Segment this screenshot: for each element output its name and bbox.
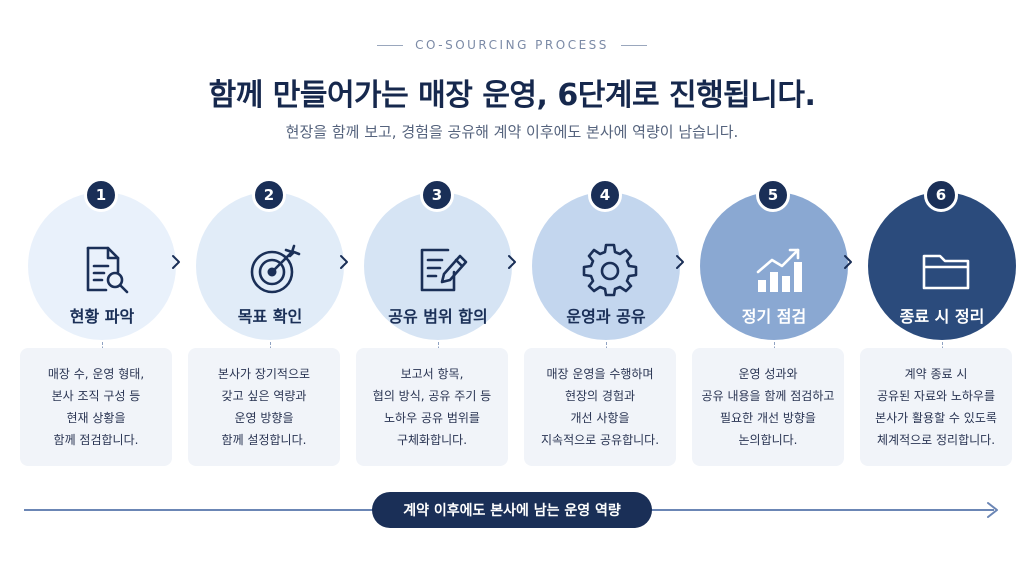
step-description-card: 매장 운영을 수행하며 현장의 경험과 개선 사항을 지속적으로 공유합니다. bbox=[524, 348, 676, 466]
step-4: 운영과 공유 4 매장 운영을 수행하며 현장의 경험과 개선 사항을 지속적으… bbox=[522, 178, 692, 474]
target-icon bbox=[250, 244, 301, 294]
step-description-line: 본사가 활용할 수 있도록 bbox=[875, 411, 997, 425]
step-description-line: 현장의 경험과 bbox=[564, 389, 636, 403]
step-description-line: 함께 설정합니다. bbox=[221, 433, 307, 447]
chevron-right-icon bbox=[676, 255, 684, 269]
step-circle: 종료 시 정리 bbox=[868, 192, 1016, 340]
step-description-line: 운영 성과와 bbox=[738, 367, 798, 381]
step-description-line: 체계적으로 정리합니다. bbox=[876, 433, 996, 447]
step-description-line: 계약 종료 시 bbox=[904, 367, 968, 381]
step-description-line: 구체화합니다. bbox=[396, 433, 468, 447]
arrow-right-icon bbox=[987, 502, 998, 518]
gear-icon bbox=[582, 243, 638, 297]
step-description-line: 보고서 항목, bbox=[400, 367, 464, 381]
eyebrow-text: CO-SOURCING PROCESS bbox=[415, 38, 609, 52]
step-description-line: 지속적으로 공유합니다. bbox=[540, 433, 660, 447]
step-number-badge: 6 bbox=[924, 178, 958, 212]
step-description-card: 본사가 장기적으로 갖고 싶은 역량과 운영 방향을 함께 설정합니다. bbox=[188, 348, 340, 466]
folder-icon bbox=[922, 254, 970, 290]
document-search-icon bbox=[86, 246, 129, 294]
bar-chart-icon bbox=[756, 248, 802, 292]
chevron-right-icon bbox=[172, 255, 180, 269]
step-description-line: 필요한 개선 방향을 bbox=[720, 411, 816, 425]
eyebrow-rule-right bbox=[620, 44, 647, 46]
step-3: 공유 범위 합의 3 보고서 항목, 협의 방식, 공유 주기 등 노하우 공유… bbox=[354, 178, 524, 474]
step-circle: 정기 점검 bbox=[700, 192, 848, 340]
chevron-right-icon bbox=[508, 255, 516, 269]
step-description-line: 공유된 자료와 노하우를 bbox=[876, 389, 996, 403]
step-description-line: 개선 사항을 bbox=[570, 411, 630, 425]
step-description-line: 본사 조직 구성 등 bbox=[51, 389, 141, 403]
step-description-line: 본사가 장기적으로 bbox=[217, 367, 311, 381]
step-description-line: 매장 수, 운영 형태, bbox=[47, 367, 145, 381]
step-title: 정기 점검 bbox=[741, 307, 807, 326]
step-description-line: 매장 운영을 수행하며 bbox=[546, 367, 654, 381]
step-number-badge: 4 bbox=[588, 178, 622, 212]
step-title: 운영과 공유 bbox=[566, 307, 646, 326]
step-description-line: 노하우 공유 범위를 bbox=[384, 411, 480, 425]
step-5: 정기 점검 5 운영 성과와 공유 내용을 함께 점검하고 필요한 개선 방향을… bbox=[690, 178, 860, 474]
step-number-badge: 3 bbox=[420, 178, 454, 212]
step-description-card: 계약 종료 시 공유된 자료와 노하우를 본사가 활용할 수 있도록 체계적으로… bbox=[860, 348, 1012, 466]
step-1: 현황 파악 1 매장 수, 운영 형태, 본사 조직 구성 등 현재 상황을 함… bbox=[18, 178, 188, 474]
step-title: 현황 파악 bbox=[69, 307, 135, 326]
step-6: 종료 시 정리 6 계약 종료 시 공유된 자료와 노하우를 본사가 활용할 수… bbox=[858, 178, 1024, 474]
step-description-line: 운영 방향을 bbox=[234, 411, 294, 425]
step-description-card: 운영 성과와 공유 내용을 함께 점검하고 필요한 개선 방향을 논의합니다. bbox=[692, 348, 844, 466]
step-description-line: 현재 상황을 bbox=[66, 411, 126, 425]
step-title: 목표 확인 bbox=[237, 307, 303, 326]
chevron-right-icon bbox=[340, 255, 348, 269]
document-edit-icon bbox=[420, 248, 468, 292]
page-subtitle: 현장을 함께 보고, 경험을 공유해 계약 이후에도 본사에 역량이 남습니다. bbox=[285, 123, 739, 141]
step-description-card: 매장 수, 운영 형태, 본사 조직 구성 등 현재 상황을 함께 점검합니다. bbox=[20, 348, 172, 466]
step-description-card: 보고서 항목, 협의 방식, 공유 주기 등 노하우 공유 범위를 구체화합니다… bbox=[356, 348, 508, 466]
step-number-badge: 5 bbox=[756, 178, 790, 212]
timeline-label: 계약 이후에도 본사에 남는 운영 역량 bbox=[372, 492, 652, 528]
step-description-line: 공유 내용을 함께 점검하고 bbox=[701, 389, 835, 403]
eyebrow: CO-SOURCING PROCESS bbox=[0, 38, 1024, 52]
step-description-line: 논의합니다. bbox=[738, 433, 798, 447]
step-circle: 목표 확인 bbox=[196, 192, 344, 340]
step-circle: 공유 범위 합의 bbox=[364, 192, 512, 340]
step-number-badge: 2 bbox=[252, 178, 286, 212]
step-circle: 현황 파악 bbox=[28, 192, 176, 340]
chevron-right-icon bbox=[844, 255, 852, 269]
step-description-line: 갖고 싶은 역량과 bbox=[221, 389, 307, 403]
step-title: 종료 시 정리 bbox=[899, 307, 985, 326]
step-2: 목표 확인 2 본사가 장기적으로 갖고 싶은 역량과 운영 방향을 함께 설정… bbox=[186, 178, 356, 474]
step-description-line: 협의 방식, 공유 주기 등 bbox=[372, 389, 492, 403]
page-title: 함께 만들어가는 매장 운영, 6단계로 진행됩니다. bbox=[208, 78, 816, 113]
step-circle: 운영과 공유 bbox=[532, 192, 680, 340]
step-number-badge: 1 bbox=[84, 178, 118, 212]
eyebrow-rule-left bbox=[377, 44, 404, 46]
step-description-line: 함께 점검합니다. bbox=[53, 433, 139, 447]
step-title: 공유 범위 합의 bbox=[388, 307, 488, 326]
